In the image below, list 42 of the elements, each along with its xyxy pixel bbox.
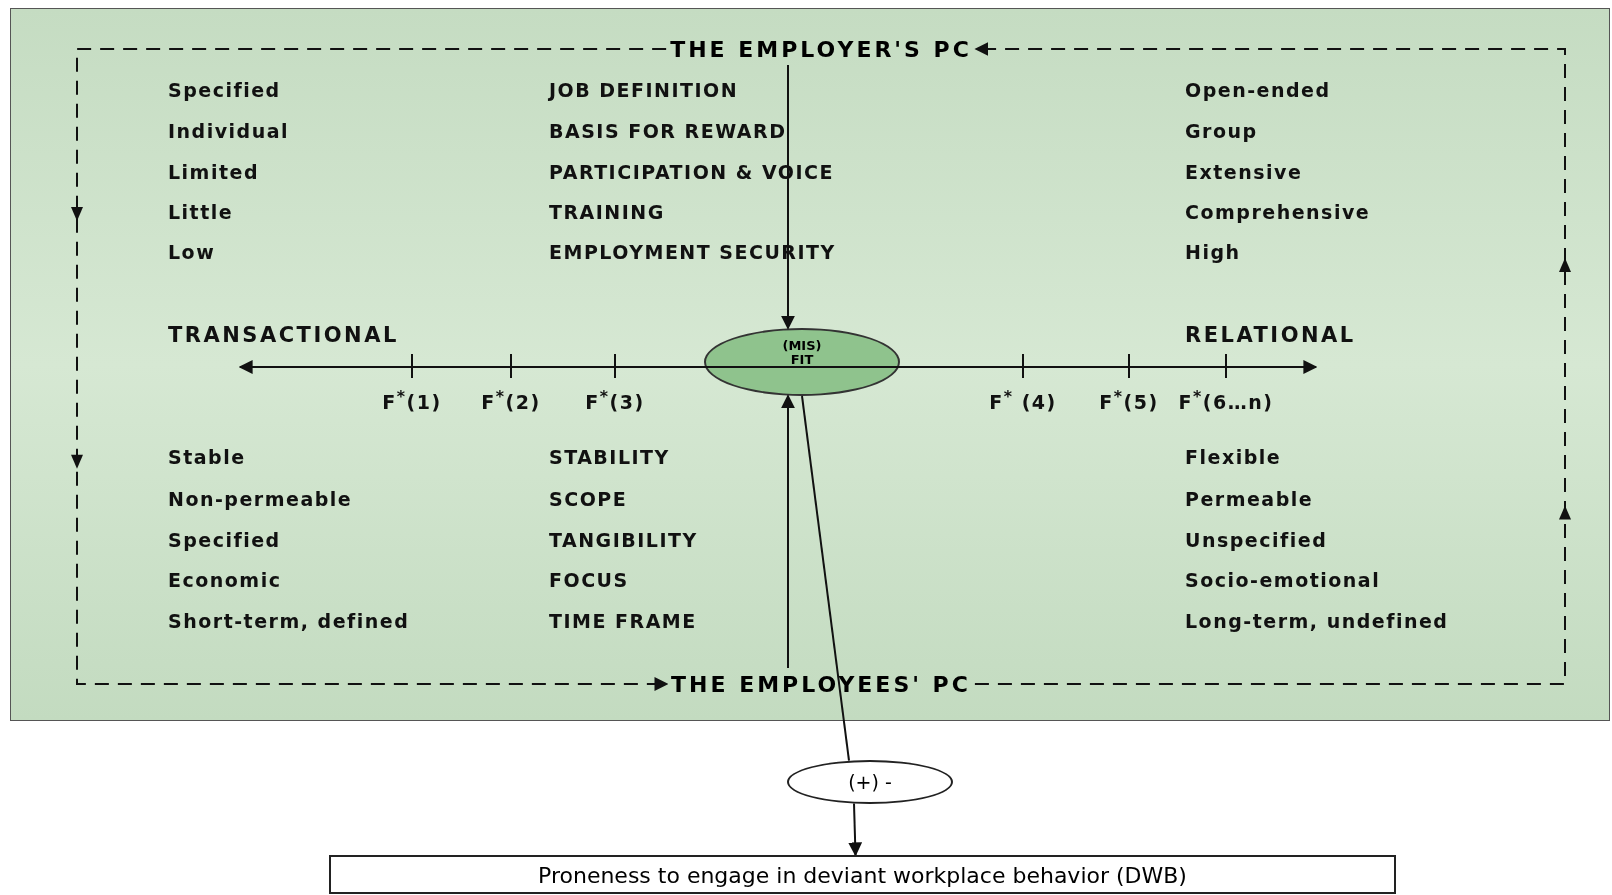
axis-end-label: TRANSACTIONAL bbox=[168, 324, 399, 346]
fit-point-label: F$^{*}$ (4) bbox=[989, 386, 1057, 414]
fit-point-label: F$^{*}$(3) bbox=[585, 386, 645, 414]
panel-background bbox=[10, 8, 1610, 721]
pole-value: Group bbox=[1185, 120, 1258, 142]
fit-point-label: F$^{*}$(6…n) bbox=[1178, 386, 1274, 414]
pole-value: Unspecified bbox=[1185, 529, 1328, 551]
pole-value: Specified bbox=[168, 529, 281, 551]
dimension-name: TANGIBILITY bbox=[549, 529, 698, 551]
dimension-name: JOB DEFINITION bbox=[549, 79, 739, 101]
dimension-name: FOCUS bbox=[549, 569, 629, 591]
pole-value: Open-ended bbox=[1185, 79, 1331, 101]
dimension-name: BASIS FOR REWARD bbox=[549, 120, 787, 142]
pole-value: Comprehensive bbox=[1185, 201, 1371, 223]
pole-value: Extensive bbox=[1185, 161, 1303, 183]
fit-point-label: F$^{*}$(1) bbox=[382, 386, 442, 414]
outcome-text: Proneness to engage in deviant workplace behavior (DWB) bbox=[538, 863, 1187, 888]
dimension-name: SCOPE bbox=[549, 488, 628, 510]
pole-value: Limited bbox=[168, 161, 259, 183]
pole-value: Permeable bbox=[1185, 488, 1314, 510]
fit-point-label: F$^{*}$(2) bbox=[481, 386, 541, 414]
outcome-box bbox=[329, 855, 1396, 894]
sign-text: (+) - bbox=[848, 771, 892, 793]
pole-value: Economic bbox=[168, 569, 282, 591]
section-title: THE EMPLOYER'S PC bbox=[670, 36, 972, 62]
pole-value: Little bbox=[168, 201, 234, 223]
dimension-name: TIME FRAME bbox=[549, 610, 697, 632]
pole-value: Low bbox=[168, 241, 216, 263]
pole-value: Flexible bbox=[1185, 446, 1282, 468]
dimension-name: TRAINING bbox=[549, 201, 665, 223]
pole-value: Specified bbox=[168, 79, 281, 101]
pole-value: High bbox=[1185, 241, 1241, 263]
pole-value: Non-permeable bbox=[168, 488, 353, 510]
fit-point-label: F$^{*}$(5) bbox=[1099, 386, 1159, 414]
pole-value: Individual bbox=[168, 120, 290, 142]
fit-text: (MIS) FIT bbox=[781, 339, 823, 367]
axis-end-label: RELATIONAL bbox=[1185, 324, 1356, 346]
pole-value: Stable bbox=[168, 446, 246, 468]
pole-value: Short-term, defined bbox=[168, 610, 410, 632]
pole-value: Socio-emotional bbox=[1185, 569, 1381, 591]
dimension-name: STABILITY bbox=[549, 446, 670, 468]
pole-value: Long-term, undefined bbox=[1185, 610, 1449, 632]
